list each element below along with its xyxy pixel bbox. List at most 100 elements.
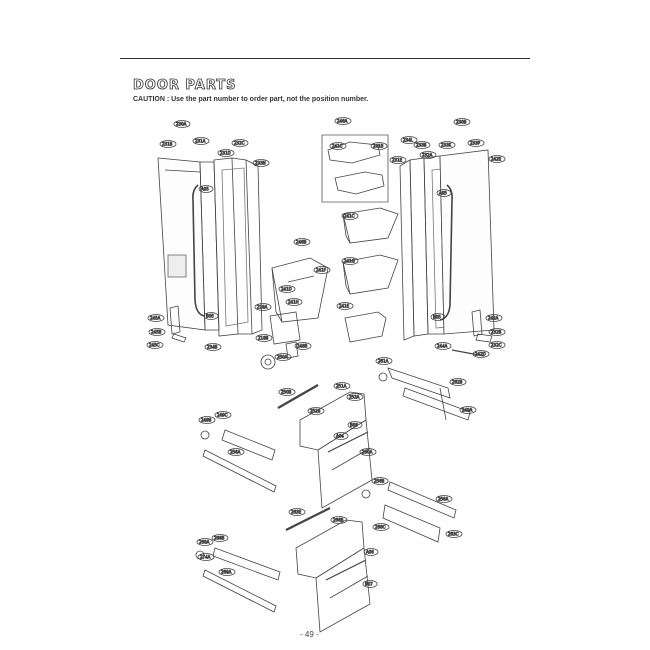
svg-text:256B: 256B (374, 479, 385, 484)
callout-268b: 268B (211, 534, 229, 542)
left-door-assembly (157, 157, 263, 343)
right-door-assembly (399, 149, 495, 357)
svg-text:246A: 246A (337, 119, 348, 124)
callout-b07: B07 (362, 580, 378, 588)
callout-258a: 258A (435, 495, 453, 503)
svg-text:218A: 218A (257, 305, 268, 310)
svg-text:233K: 233K (441, 143, 452, 148)
svg-text:232B: 232B (491, 330, 502, 335)
svg-text:249B: 249B (201, 418, 212, 423)
callout-266b: 266B (330, 516, 348, 524)
callout-241d: 241D (278, 285, 296, 293)
callout-230b: 230B (453, 118, 471, 126)
callout-263e: 263E (288, 508, 306, 516)
svg-text:245C: 245C (149, 343, 160, 348)
callout-245b: 245B (148, 328, 166, 336)
callout-241c-2: 241C (341, 212, 359, 220)
svg-text:232C: 232C (491, 343, 502, 348)
callout-245c: 245C (146, 341, 164, 349)
svg-text:256A: 256A (230, 450, 241, 455)
callout-241e: 241E (336, 302, 354, 310)
part-callouts: 230A 231B 231A 232C 231D 233N A05 246A 2… (146, 117, 506, 588)
header-rule (120, 58, 530, 59)
callout-a04: A04 (333, 432, 349, 440)
svg-text:231D: 231D (220, 151, 231, 156)
svg-text:234B: 234B (207, 345, 218, 350)
svg-text:241C: 241C (332, 144, 343, 149)
svg-text:269A: 269A (221, 570, 232, 575)
callout-260a: 260A (359, 448, 377, 456)
svg-text:245A: 245A (150, 316, 161, 321)
callout-241h: 241H (285, 298, 303, 306)
svg-text:233B: 233B (416, 143, 427, 148)
callout-249a: 249A (459, 406, 477, 414)
svg-text:A05: A05 (201, 187, 209, 192)
callout-256a: 256A (227, 448, 245, 456)
svg-text:249C: 249C (217, 413, 228, 418)
svg-text:266C: 266C (375, 525, 386, 530)
svg-text:266B: 266B (333, 518, 344, 523)
svg-text:241B: 241B (373, 144, 384, 149)
callout-268a: 268A (196, 538, 214, 546)
svg-text:260A: 260A (362, 450, 373, 455)
callout-231e: 231E (389, 156, 407, 164)
callout-242a: 242A (485, 314, 503, 322)
callout-231d: 231D (217, 149, 235, 157)
svg-text:249A: 249A (462, 408, 473, 413)
callout-233k: 233K (438, 141, 456, 149)
callout-232c-right: 232C (488, 341, 506, 349)
svg-text:263C: 263C (448, 532, 459, 537)
svg-text:250B: 250B (281, 390, 292, 395)
svg-text:232C: 232C (234, 141, 245, 146)
callout-231a: 231A (192, 137, 210, 145)
callout-b06: B06 (347, 421, 363, 429)
callout-246a: 246A (334, 117, 352, 125)
callout-234l: 234L (400, 136, 418, 144)
svg-text:231B: 231B (162, 142, 173, 147)
door-bins-center (260, 134, 399, 370)
callout-251a: 251A (333, 382, 351, 390)
callout-251b: 251B (307, 407, 325, 415)
svg-text:218B: 218B (258, 336, 269, 341)
callout-232a: 232A (419, 151, 437, 159)
callout-a05-left: A05 (198, 185, 214, 193)
svg-text:232A: 232A (422, 153, 433, 158)
svg-text:251B: 251B (310, 409, 321, 414)
svg-text:241H: 241H (288, 300, 299, 305)
callout-234b: 234B (204, 343, 222, 351)
svg-text:242E: 242E (491, 157, 502, 162)
svg-text:246B: 246B (296, 240, 307, 245)
svg-text:A05: A05 (439, 191, 447, 196)
svg-text:241D: 241D (281, 287, 292, 292)
callout-241b: 241B (370, 142, 388, 150)
svg-text:262B: 262B (452, 380, 463, 385)
svg-text:268B: 268B (214, 536, 225, 541)
callout-249c: 249C (214, 411, 232, 419)
callout-230a: 230A (173, 120, 191, 128)
svg-text:244A: 244A (437, 344, 448, 349)
callout-218a: 218A (254, 303, 272, 311)
svg-text:B07: B07 (365, 582, 373, 587)
lower-freezer-drawer (195, 481, 457, 633)
svg-text:251A: 251A (336, 384, 347, 389)
upper-freezer-drawer (200, 367, 471, 509)
callout-263c: 263C (445, 530, 463, 538)
callout-232c-left: 232C (231, 139, 249, 147)
svg-text:258A: 258A (438, 497, 449, 502)
svg-text:230A: 230A (176, 122, 187, 127)
callout-250b: 250B (278, 388, 296, 396)
svg-text:248B: 248B (297, 344, 308, 349)
callout-269a: 269A (218, 568, 236, 576)
callout-a05-right: A05 (436, 189, 452, 197)
callout-231b: 231B (159, 140, 177, 148)
svg-text:A04: A04 (336, 434, 344, 439)
svg-text:231A: 231A (195, 139, 206, 144)
callout-241c: 241C (329, 142, 347, 150)
callout-218b: 218B (255, 334, 273, 342)
callout-256b: 256B (371, 477, 389, 485)
svg-text:B05: B05 (433, 315, 441, 320)
svg-text:250A: 250A (277, 355, 288, 360)
svg-text:A06: A06 (366, 550, 374, 555)
svg-text:241E: 241E (339, 304, 350, 309)
caution-note: CAUTION : Use the part number to order p… (133, 96, 369, 103)
